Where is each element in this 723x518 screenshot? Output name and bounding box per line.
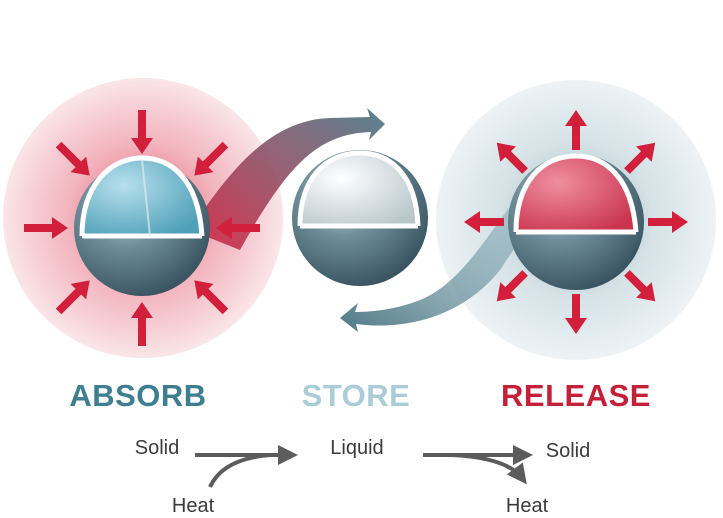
arrow-out-icon bbox=[464, 211, 504, 233]
release-sphere-icon bbox=[508, 153, 644, 290]
heat-output-label: Heat bbox=[505, 495, 549, 517]
solid-start-label: Solid bbox=[134, 437, 180, 459]
arrow-out-icon bbox=[624, 142, 656, 174]
release-label: RELEASE bbox=[501, 378, 651, 413]
arrow-out-icon bbox=[648, 211, 688, 233]
arrow-in-icon bbox=[194, 141, 229, 176]
arrow-out-icon bbox=[565, 110, 587, 150]
absorb-to-store-ribbon bbox=[190, 108, 385, 250]
arrow-in-icon bbox=[55, 141, 90, 176]
heat-out-curve bbox=[449, 453, 527, 485]
inward-arrows bbox=[24, 110, 260, 346]
store-label: STORE bbox=[301, 378, 411, 413]
absorb-sphere-icon bbox=[74, 155, 210, 296]
arrow-out-icon bbox=[624, 270, 656, 302]
store-sphere-icon bbox=[292, 150, 428, 286]
arrow-in-icon bbox=[131, 110, 153, 154]
arrow-in-icon bbox=[131, 302, 153, 346]
absorb-label: ABSORB bbox=[69, 378, 207, 413]
arrow-in-icon bbox=[216, 217, 260, 239]
outward-arrows bbox=[464, 110, 688, 334]
arrow-in-icon bbox=[55, 280, 90, 315]
arrow-in-icon bbox=[194, 280, 229, 315]
arrow-out-icon bbox=[496, 142, 528, 174]
arrow-in-icon bbox=[24, 217, 68, 239]
arrow-out-icon bbox=[565, 294, 587, 334]
arrow-out-icon bbox=[496, 270, 528, 302]
heat-input-label: Heat bbox=[171, 495, 215, 517]
liquid-label: Liquid bbox=[330, 437, 384, 459]
solid-end-label: Solid bbox=[545, 440, 591, 462]
heat-in-curve bbox=[208, 453, 271, 488]
